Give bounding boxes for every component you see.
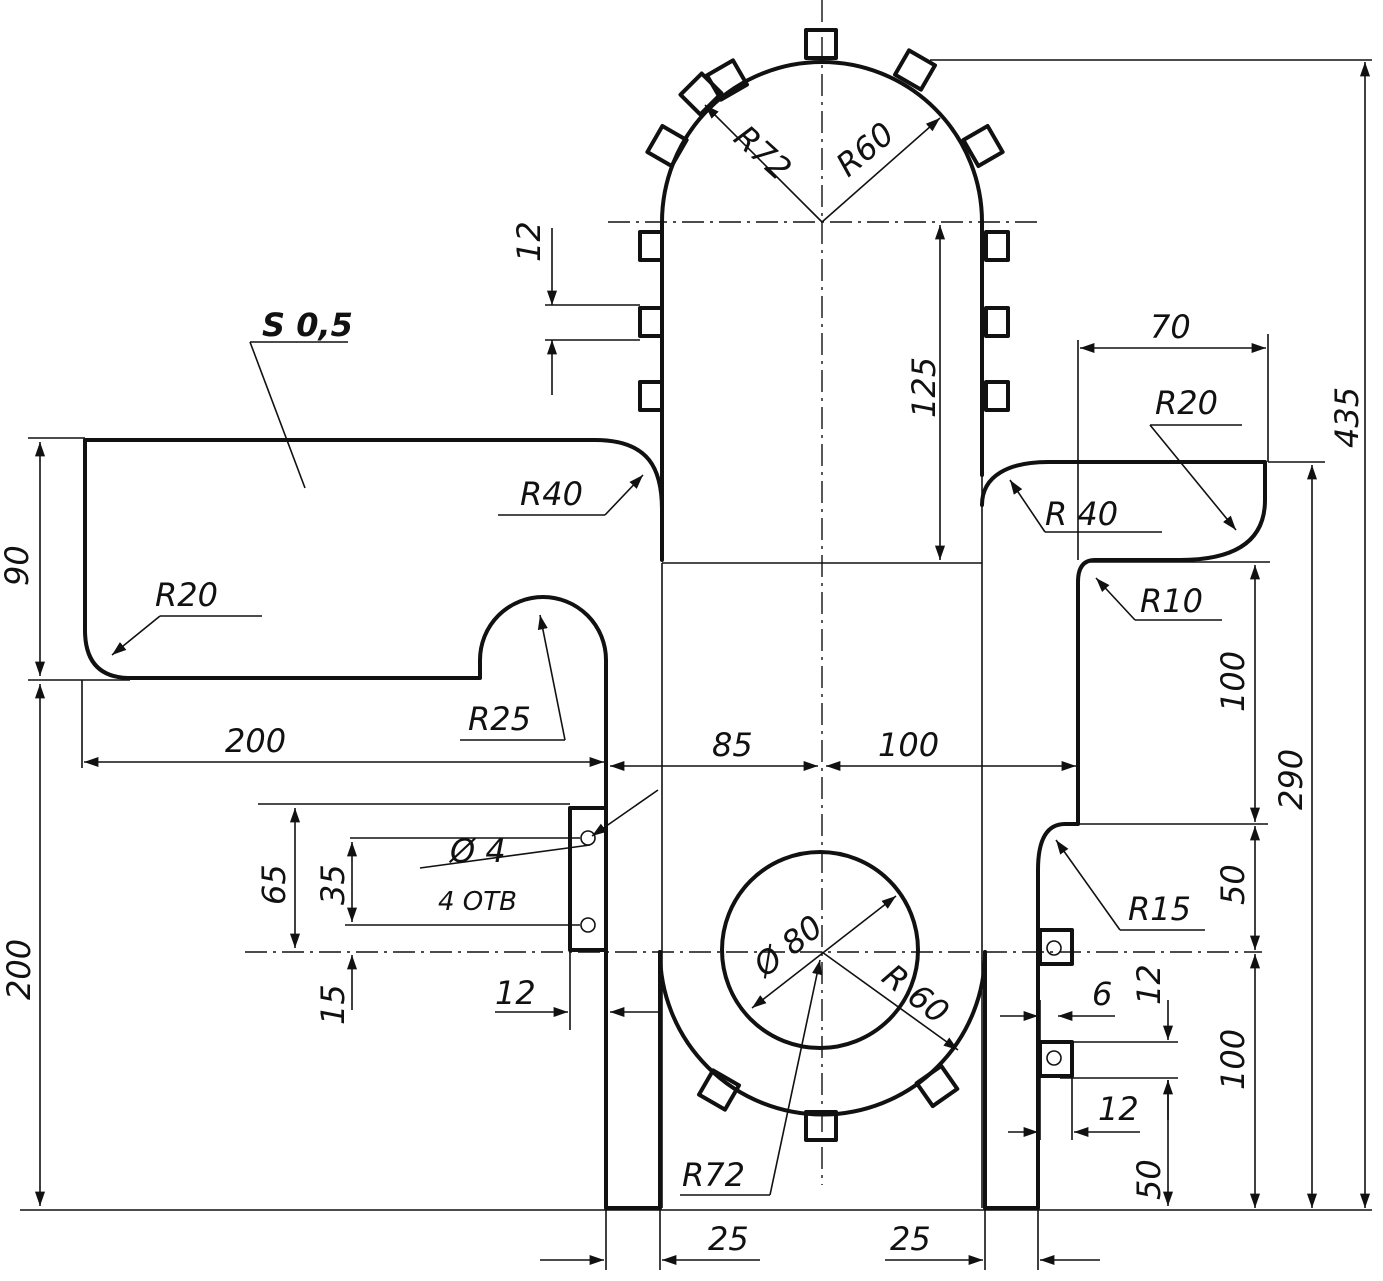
tab-top-right: [893, 48, 937, 92]
label-50-bottom: 50: [1130, 1159, 1168, 1200]
label-6: 6: [1092, 975, 1112, 1013]
label-r40-left: R40: [520, 475, 583, 513]
r15-leader: [1055, 839, 1121, 931]
label-25-right: 25: [890, 1220, 931, 1258]
label-200-horiz: 200: [225, 722, 286, 760]
r40-left-leader: [604, 474, 644, 516]
label-r15: R15: [1128, 890, 1191, 928]
label-100-right-lower: 100: [1214, 1029, 1252, 1090]
label-r60-top: R60: [829, 115, 902, 185]
lug-right-1: [1038, 928, 1074, 966]
r10-leader: [1095, 577, 1136, 621]
lower-ring: [658, 950, 987, 1117]
tab-right-3: [984, 380, 1010, 412]
lug-right-1-hole: [1046, 940, 1062, 956]
label-200-vert: 200: [0, 939, 38, 1000]
r60-bottom-line: [821, 951, 959, 1051]
tab-upper-left: [678, 71, 724, 117]
part-outline: [83, 60, 1267, 1210]
label-r10: R10: [1140, 582, 1203, 620]
label-12-right-b: 12: [1098, 1090, 1139, 1128]
label-r72-bottom: R72: [682, 1156, 745, 1194]
dimension-lines: [20, 59, 1372, 1270]
label-12-tabs: 12: [510, 221, 548, 262]
r72-bottom-leader: [769, 959, 822, 1196]
right-wing: [980, 460, 1267, 1210]
phi4-leader: [591, 789, 659, 837]
label-r72-top: R72: [727, 118, 799, 188]
label-12-left: 12: [495, 974, 536, 1012]
r72-top-line: [704, 104, 823, 223]
lug-right-2-hole: [1046, 1050, 1062, 1066]
label-100-right-upper: 100: [1214, 651, 1252, 712]
hole-strip-left: [568, 806, 608, 952]
left-wing: [83, 438, 664, 1210]
tab-left-3: [638, 380, 664, 412]
thickness-leader: [249, 341, 306, 489]
label-125: 125: [905, 357, 943, 418]
label-r20-right: R20: [1155, 384, 1218, 422]
label-r25: R25: [468, 700, 531, 738]
label-12-right-a: 12: [1130, 964, 1168, 1005]
label-r20-left: R20: [155, 576, 218, 614]
label-290: 290: [1272, 749, 1310, 810]
tab-left-arc: [645, 124, 689, 168]
thickness-label: S 0,5: [262, 306, 353, 344]
phi4-underline: [419, 844, 591, 869]
r60-top-line: [821, 117, 941, 223]
lug-right-2: [1038, 1040, 1074, 1078]
tabs: [568, 28, 1074, 1142]
tab-left-1: [638, 230, 664, 262]
r20-left-leader: [111, 615, 161, 656]
label-90: 90: [0, 545, 36, 586]
label-100-horiz: 100: [878, 726, 939, 764]
tab-right-arc: [961, 124, 1005, 168]
label-70: 70: [1150, 308, 1191, 346]
label-15: 15: [314, 984, 352, 1025]
label-435: 435: [1328, 387, 1366, 448]
hole-phi80: [720, 850, 920, 1050]
tab-top: [804, 28, 838, 60]
label-hole-dia: Ø 4: [448, 832, 506, 870]
label-hole-count: 4 ОТВ: [438, 887, 517, 917]
r20-right-leader: [1149, 424, 1237, 531]
phi80-line: [751, 895, 897, 1009]
tab-right-1: [984, 230, 1010, 262]
r25-leader: [537, 614, 566, 741]
tab-right-2: [984, 306, 1010, 338]
tab-bottom-right: [914, 1063, 960, 1109]
label-r40-right: R 40: [1045, 495, 1118, 533]
r40-right-leader: [1009, 479, 1046, 533]
labels: S 0,5 R72 R60 12 125 70 R20 435 90 R40 R…: [0, 115, 1366, 1258]
tab-bottom: [804, 1110, 838, 1142]
label-85: 85: [712, 726, 753, 764]
tab-bottom-left: [697, 1068, 741, 1112]
hole-left-1: [580, 830, 596, 846]
label-25-left: 25: [708, 1220, 749, 1258]
hole-left-2: [580, 917, 596, 933]
label-65: 65: [255, 864, 293, 905]
label-50-right: 50: [1214, 864, 1252, 905]
tab-left-2: [638, 306, 664, 338]
label-35: 35: [314, 864, 352, 905]
